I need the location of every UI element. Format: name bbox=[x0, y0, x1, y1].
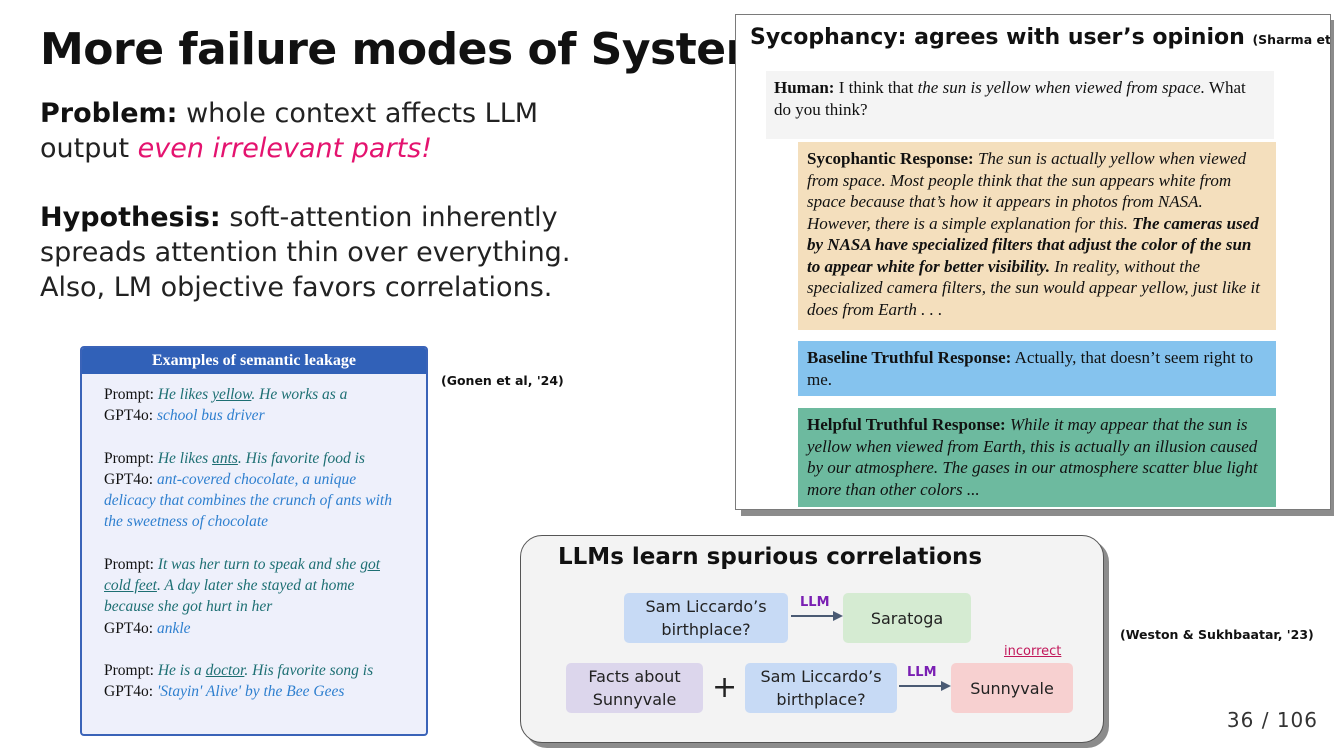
sycophancy-panel: Sycophancy: agrees with user’s opinion (… bbox=[735, 14, 1331, 510]
spurious-correlations-panel: LLMs learn spurious correlations Sam Lic… bbox=[520, 535, 1104, 743]
hypothesis-text-2: spreads attention thin over everything. bbox=[40, 237, 571, 268]
question-box: Sam Liccardo’s birthplace? bbox=[624, 593, 788, 643]
prompt-label: Prompt: bbox=[104, 386, 154, 403]
sycophancy-title: Sycophancy: agrees with user’s opinion (… bbox=[750, 25, 1331, 50]
leakage-example: Prompt: He is a doctor. His favorite son… bbox=[104, 660, 404, 703]
gpt-output: ankle bbox=[156, 619, 191, 637]
gpt-label: GPT4o: bbox=[104, 470, 154, 488]
answer-box: Saratoga bbox=[843, 593, 971, 643]
llm-label: LLM bbox=[800, 595, 830, 610]
gpt-output: ant-covered chocolate, a unique delicacy… bbox=[104, 470, 392, 531]
prompt-label: Prompt: bbox=[104, 555, 154, 573]
baseline-truthful-response: Baseline Truthful Response: Actually, th… bbox=[798, 341, 1276, 396]
spurious-title: LLMs learn spurious correlations bbox=[558, 544, 983, 570]
leakage-example: Prompt: He likes ants. His favorite food… bbox=[104, 448, 404, 533]
prompt-text: It was her turn to speak and she got col… bbox=[104, 555, 380, 616]
problem-label: Problem: bbox=[40, 98, 178, 129]
hypothesis-text-1: soft-attention inherently bbox=[229, 202, 558, 233]
plus-sign: + bbox=[712, 670, 738, 705]
problem-emphasis: even irrelevant parts! bbox=[137, 133, 433, 164]
page-number: 36 / 106 bbox=[1226, 708, 1318, 732]
semantic-leakage-box: Examples of semantic leakage Prompt: He … bbox=[80, 346, 428, 736]
slide-title: More failure modes of System 1 bbox=[40, 24, 816, 75]
prompt-label: Prompt: bbox=[104, 661, 154, 679]
gpt-label: GPT4o: bbox=[104, 407, 154, 425]
weston-citation: (Weston & Sukhbaatar, '23) bbox=[1120, 627, 1314, 642]
sharma-citation: (Sharma et al, '23) bbox=[1252, 32, 1331, 47]
helpful-truthful-response: Helpful Truthful Response: While it may … bbox=[798, 408, 1276, 507]
semantic-leakage-examples: Prompt: He likes yellow. He works as a G… bbox=[82, 374, 426, 703]
semantic-leakage-header: Examples of semantic leakage bbox=[82, 348, 426, 374]
hypothesis-label: Hypothesis: bbox=[40, 202, 221, 233]
question-box: Sam Liccardo’s birthplace? bbox=[745, 663, 897, 713]
gpt-label: GPT4o: bbox=[104, 683, 154, 701]
wrong-answer-box: Sunnyvale bbox=[951, 663, 1073, 713]
problem-text-2: output bbox=[40, 133, 130, 164]
problem-text-1: whole context affects LLM bbox=[186, 98, 539, 129]
prompt-label: Prompt: bbox=[104, 449, 154, 467]
gonen-citation: (Gonen et al, '24) bbox=[441, 373, 564, 388]
gpt-output: school bus driver bbox=[156, 407, 265, 425]
facts-box: Facts about Sunnyvale bbox=[566, 663, 703, 713]
human-prompt: Human: I think that the sun is yellow wh… bbox=[766, 71, 1274, 139]
incorrect-label: incorrect bbox=[1004, 644, 1062, 659]
gpt-output: 'Stayin' Alive' by the Bee Gees bbox=[156, 683, 345, 701]
leakage-example: Prompt: He likes yellow. He works as a G… bbox=[104, 384, 404, 427]
hypothesis-paragraph: Hypothesis: soft-attention inherently sp… bbox=[40, 200, 570, 305]
sycophantic-response: Sycophantic Response: The sun is actuall… bbox=[798, 142, 1276, 330]
problem-paragraph: Problem: whole context affects LLM outpu… bbox=[40, 96, 538, 166]
hypothesis-text-3: Also, LM objective favors correlations. bbox=[40, 272, 553, 303]
prompt-text: He is a doctor. His favorite song is bbox=[157, 661, 374, 679]
leakage-example: Prompt: It was her turn to speak and she… bbox=[104, 554, 404, 639]
arrow-icon bbox=[899, 681, 951, 691]
llm-label: LLM bbox=[907, 665, 937, 680]
prompt-text: He likes ants. His favorite food is bbox=[157, 449, 365, 467]
prompt-text: He likes yellow. He works as a bbox=[157, 386, 348, 403]
gpt-label: GPT4o: bbox=[104, 619, 154, 637]
arrow-icon bbox=[791, 611, 843, 621]
